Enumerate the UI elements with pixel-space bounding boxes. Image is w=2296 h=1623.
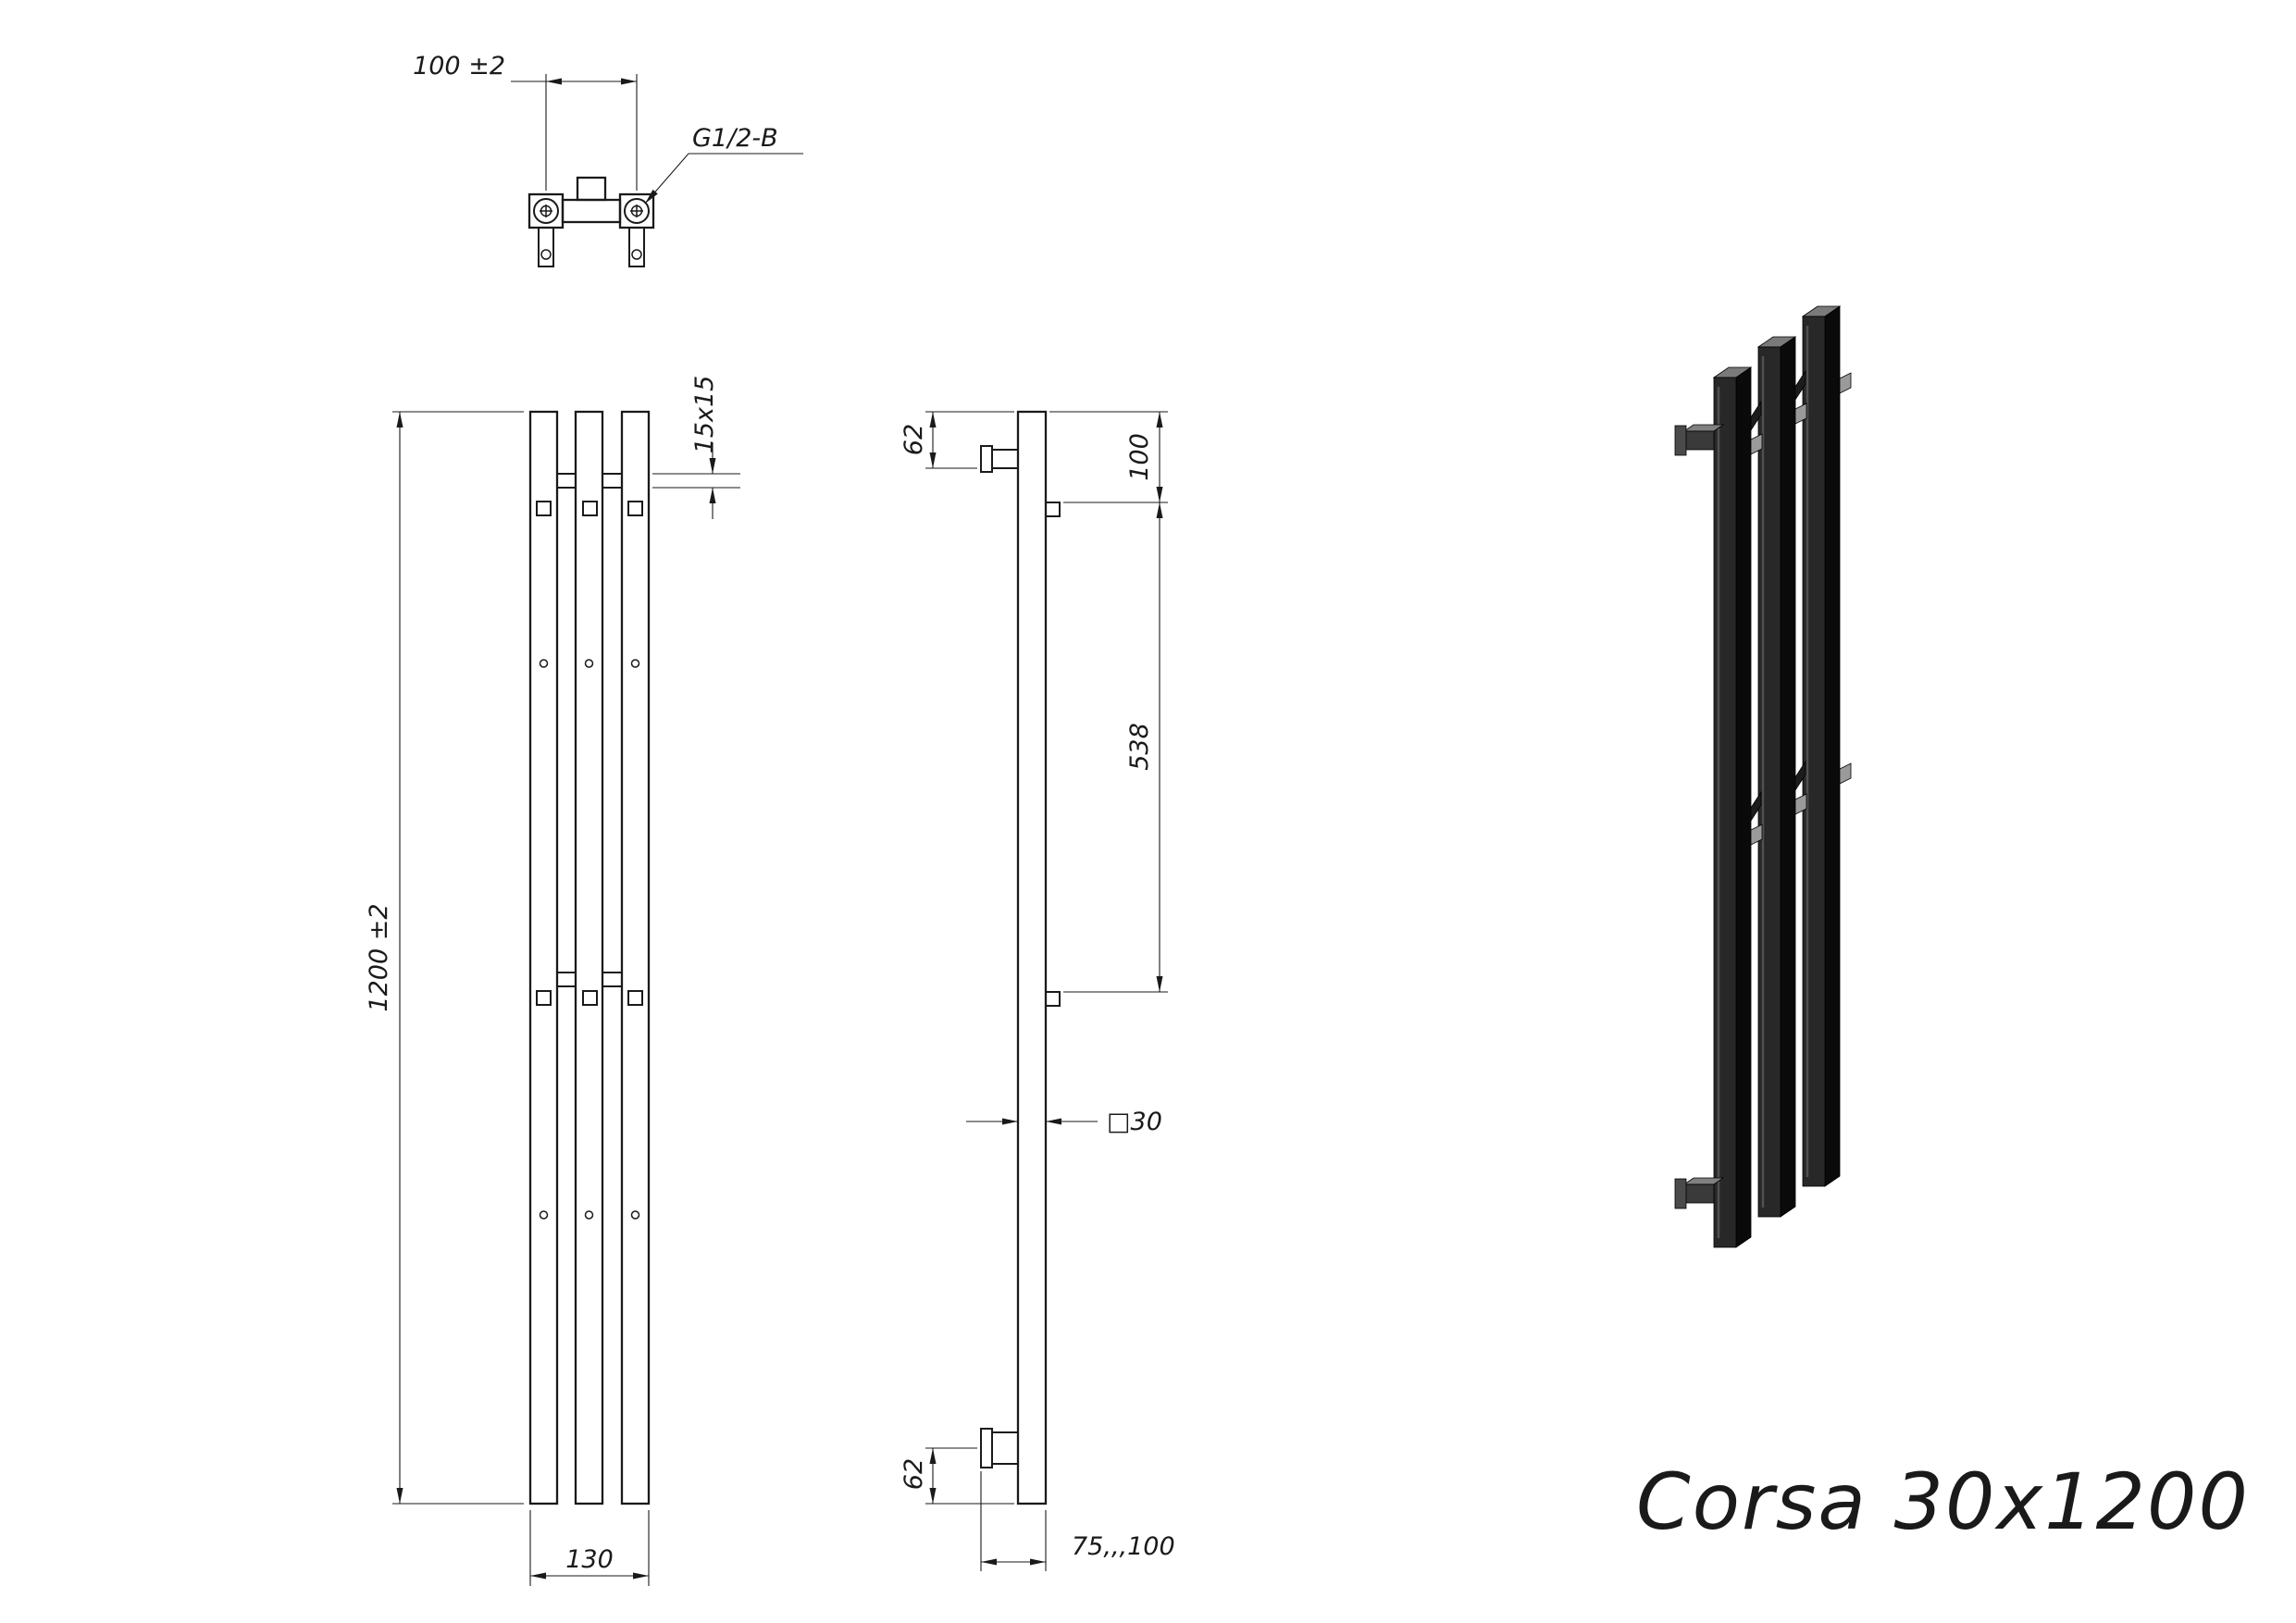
bracket-center-block bbox=[576, 176, 607, 202]
dim-width-label: 130 bbox=[565, 1545, 614, 1574]
fastening-point bbox=[539, 659, 549, 668]
right-mount-tab bbox=[628, 227, 645, 267]
vertical-bar-center bbox=[574, 410, 604, 1505]
iso-bar-middle bbox=[1756, 336, 1797, 1218]
dim-hook-top-label: 100 bbox=[1125, 433, 1154, 481]
iso-bar-back bbox=[1801, 305, 1842, 1187]
bar-side-profile bbox=[1016, 410, 1048, 1505]
title-block: Corsa 30x1200 bbox=[1636, 1456, 2250, 1547]
hook-side bbox=[1045, 502, 1061, 517]
top-wall-bracket-flange bbox=[980, 445, 993, 473]
iso-hook bbox=[1839, 762, 1852, 785]
dim-bracket-spacing-label: 100 ±2 bbox=[413, 52, 505, 81]
left-mount-hole bbox=[540, 249, 552, 260]
thread-leader-line bbox=[644, 153, 803, 204]
iso-hook bbox=[1750, 433, 1763, 455]
iso-top-bracket bbox=[1674, 424, 1725, 456]
hook bbox=[536, 501, 552, 516]
dim-height-label: 1200 ±2 bbox=[365, 903, 393, 1011]
vertical-bar-right bbox=[620, 410, 651, 1505]
iso-hook bbox=[1839, 372, 1852, 394]
dim-wall-distance-label: 75,,,100 bbox=[1072, 1532, 1175, 1561]
hook bbox=[582, 501, 598, 516]
left-fitting bbox=[533, 198, 559, 224]
thread-label: G1/2-B bbox=[692, 124, 778, 153]
iso-hook bbox=[1794, 793, 1807, 815]
hook bbox=[536, 990, 552, 1006]
fastening-point bbox=[630, 1210, 640, 1220]
hook bbox=[627, 501, 643, 516]
dim-hook-span-label: 538 bbox=[1125, 723, 1154, 771]
front-view: 1200 ±2 130 15x15 bbox=[365, 376, 740, 1586]
top-view: 100 ±2 G1/2-B bbox=[413, 52, 803, 267]
product-title: Corsa 30x1200 bbox=[1636, 1456, 2250, 1547]
side-view: 62 100 538 □30 62 75,,,100 bbox=[900, 410, 1175, 1571]
hook bbox=[582, 990, 598, 1006]
hook bbox=[627, 990, 643, 1006]
hook-side bbox=[1045, 991, 1061, 1007]
fastening-point bbox=[630, 659, 640, 668]
dim-crossbar-label: 15x15 bbox=[690, 376, 719, 454]
vertical-bar-left bbox=[528, 410, 559, 1505]
iso-bar-front bbox=[1712, 366, 1753, 1248]
iso-bottom-bracket bbox=[1674, 1177, 1725, 1209]
fastening-point bbox=[584, 659, 594, 668]
dim-profile-label: □30 bbox=[1107, 1108, 1162, 1136]
dim-top-offset-label: 62 bbox=[900, 424, 928, 455]
right-fitting bbox=[624, 198, 650, 224]
left-mount-tab bbox=[538, 227, 554, 267]
fastening-point bbox=[539, 1210, 549, 1220]
right-mount-hole bbox=[631, 249, 642, 260]
bottom-wall-bracket-flange bbox=[980, 1428, 993, 1468]
iso-hook bbox=[1750, 824, 1763, 846]
iso-hook bbox=[1794, 403, 1807, 425]
dim-bottom-offset-label: 62 bbox=[900, 1458, 928, 1490]
isometric-view bbox=[1674, 305, 1852, 1248]
fastening-point bbox=[584, 1210, 594, 1220]
